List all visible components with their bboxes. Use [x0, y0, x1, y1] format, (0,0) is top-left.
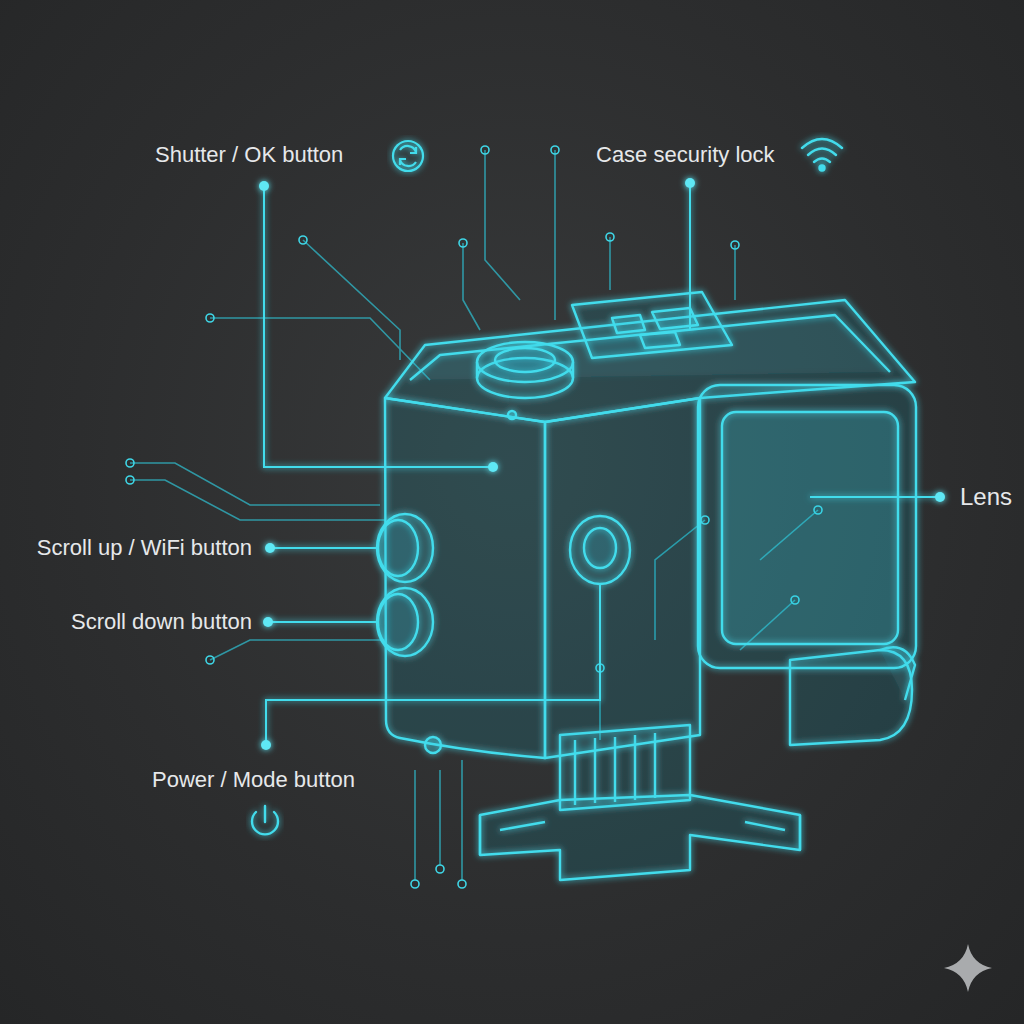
part-label: Power / Mode button	[152, 767, 355, 793]
camera-housing	[377, 292, 916, 880]
leader-lines	[264, 183, 940, 745]
watermark-star	[944, 944, 992, 992]
part-label: Scroll down button	[71, 609, 252, 635]
part-label: Lens	[960, 483, 1012, 512]
wifi-icon	[802, 139, 842, 171]
part-label: Case security lock	[596, 142, 775, 168]
shutter-icon	[393, 141, 423, 171]
leader-dots	[259, 178, 945, 750]
part-label: Scroll up / WiFi button	[37, 535, 252, 561]
power-icon	[252, 806, 278, 834]
part-label: Shutter / OK button	[155, 142, 343, 168]
